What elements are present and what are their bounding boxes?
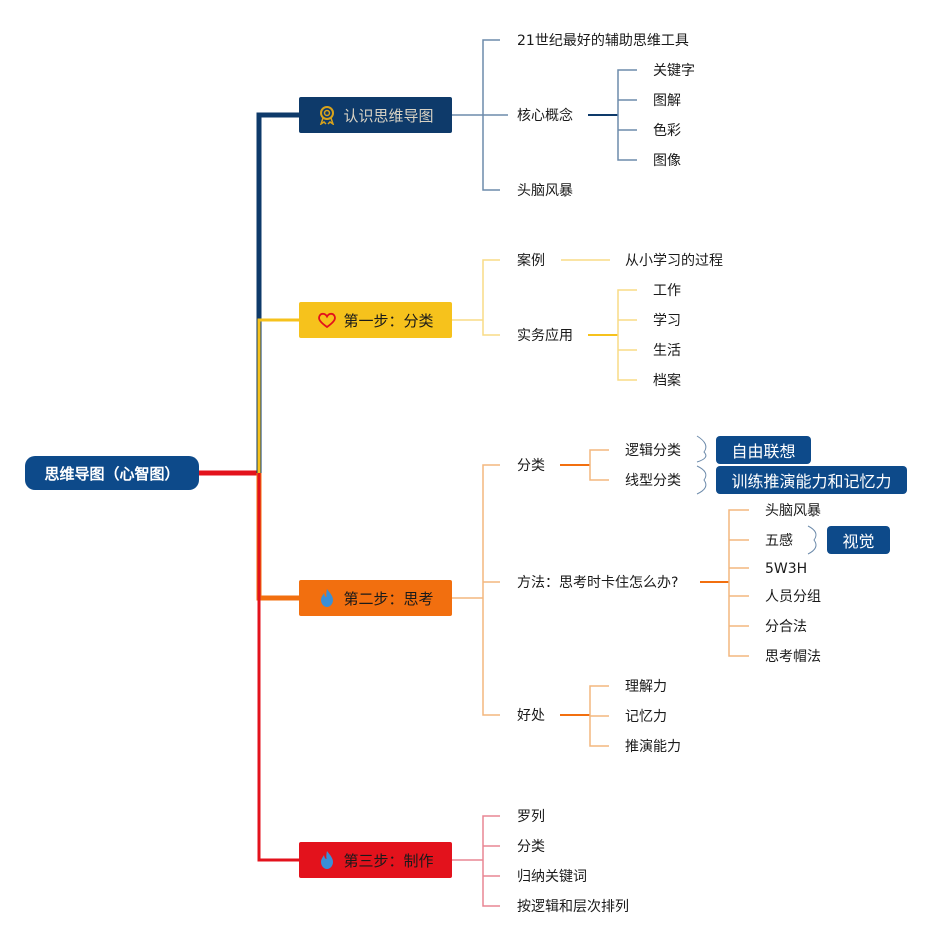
node-b4-i4[interactable]: 按逻辑和层次排列 bbox=[517, 899, 629, 915]
node-b1-i2-c4[interactable]: 图像 bbox=[653, 153, 681, 169]
node-b3-i3-c2[interactable]: 记忆力 bbox=[625, 709, 667, 725]
b3-lines bbox=[452, 435, 817, 747]
branch-box-b4[interactable]: 第三步：制作 bbox=[299, 842, 452, 878]
node-b3-i2-c6[interactable]: 思考帽法 bbox=[765, 649, 821, 665]
b4-lines bbox=[452, 815, 500, 907]
node-b3-i2-c1[interactable]: 头脑风暴 bbox=[765, 503, 821, 519]
node-b2-i1-c1[interactable]: 从小学习的过程 bbox=[625, 253, 723, 269]
node-b2-i2-c3[interactable]: 生活 bbox=[653, 343, 681, 359]
root-node[interactable]: 思维导图（心智图） bbox=[25, 456, 199, 490]
node-b1-i2-c2[interactable]: 图解 bbox=[653, 93, 681, 109]
flame-icon bbox=[317, 588, 337, 608]
trunk-b4 bbox=[257, 473, 299, 862]
branch-label-b3: 第二步：思考 bbox=[343, 589, 434, 608]
trunk-b2 bbox=[257, 318, 299, 473]
b1-lines bbox=[452, 39, 637, 191]
branch-box-b1[interactable]: 认识思维导图 bbox=[299, 97, 452, 133]
node-b3-i3-c1[interactable]: 理解力 bbox=[625, 679, 667, 695]
tag-vision[interactable]: 视觉 bbox=[827, 526, 890, 554]
node-b2-i1[interactable]: 案例 bbox=[517, 253, 545, 269]
branch-label-b2: 第一步：分类 bbox=[343, 311, 434, 330]
branch-label-b1: 认识思维导图 bbox=[343, 106, 434, 125]
node-b1-i1[interactable]: 21世纪最好的辅助思维工具 bbox=[517, 33, 689, 49]
branch-box-b2[interactable]: 第一步：分类 bbox=[299, 302, 452, 338]
node-b3-i2-c4[interactable]: 人员分组 bbox=[765, 589, 821, 605]
node-b2-i2-c2[interactable]: 学习 bbox=[653, 313, 681, 329]
flame-icon bbox=[317, 850, 337, 870]
node-b3-i1-c1[interactable]: 逻辑分类 bbox=[625, 443, 681, 459]
node-b3-i3[interactable]: 好处 bbox=[517, 708, 545, 724]
node-b2-i2-c4[interactable]: 档案 bbox=[653, 373, 681, 389]
node-b3-i2-c3[interactable]: 5W3H bbox=[765, 561, 808, 577]
node-b3-i2-c5[interactable]: 分合法 bbox=[765, 619, 807, 635]
node-b3-i3-c3[interactable]: 推演能力 bbox=[625, 739, 681, 755]
branch-box-b3[interactable]: 第二步：思考 bbox=[299, 580, 452, 616]
node-b3-i1-c2[interactable]: 线型分类 bbox=[625, 473, 681, 489]
node-b2-i2-c1[interactable]: 工作 bbox=[653, 283, 681, 299]
node-b1-i2[interactable]: 核心概念 bbox=[517, 108, 573, 124]
tag-free-association[interactable]: 自由联想 bbox=[716, 436, 811, 464]
node-b3-i2[interactable]: 方法：思考时卡住怎么办? bbox=[517, 575, 679, 591]
branch-label-b4: 第三步：制作 bbox=[343, 851, 434, 870]
trunk-b1 bbox=[256, 112, 299, 473]
node-b4-i2[interactable]: 分类 bbox=[517, 839, 545, 855]
node-b1-i2-c1[interactable]: 关键字 bbox=[653, 63, 695, 79]
node-b1-i2-c3[interactable]: 色彩 bbox=[653, 123, 681, 139]
node-b1-i3[interactable]: 头脑风暴 bbox=[517, 183, 573, 199]
node-b2-i2[interactable]: 实务应用 bbox=[517, 328, 573, 344]
tag-training-reasoning[interactable]: 训练推演能力和记忆力 bbox=[716, 466, 907, 494]
node-b4-i1[interactable]: 罗列 bbox=[517, 809, 545, 825]
node-b3-i2-c2[interactable]: 五感 bbox=[765, 533, 793, 549]
award-ribbon-icon bbox=[317, 105, 337, 125]
trunk-b3 bbox=[256, 473, 299, 601]
b2-lines bbox=[452, 259, 637, 381]
heart-icon bbox=[317, 310, 337, 330]
node-b4-i3[interactable]: 归纳关键词 bbox=[517, 869, 587, 885]
node-b3-i1[interactable]: 分类 bbox=[517, 458, 545, 474]
